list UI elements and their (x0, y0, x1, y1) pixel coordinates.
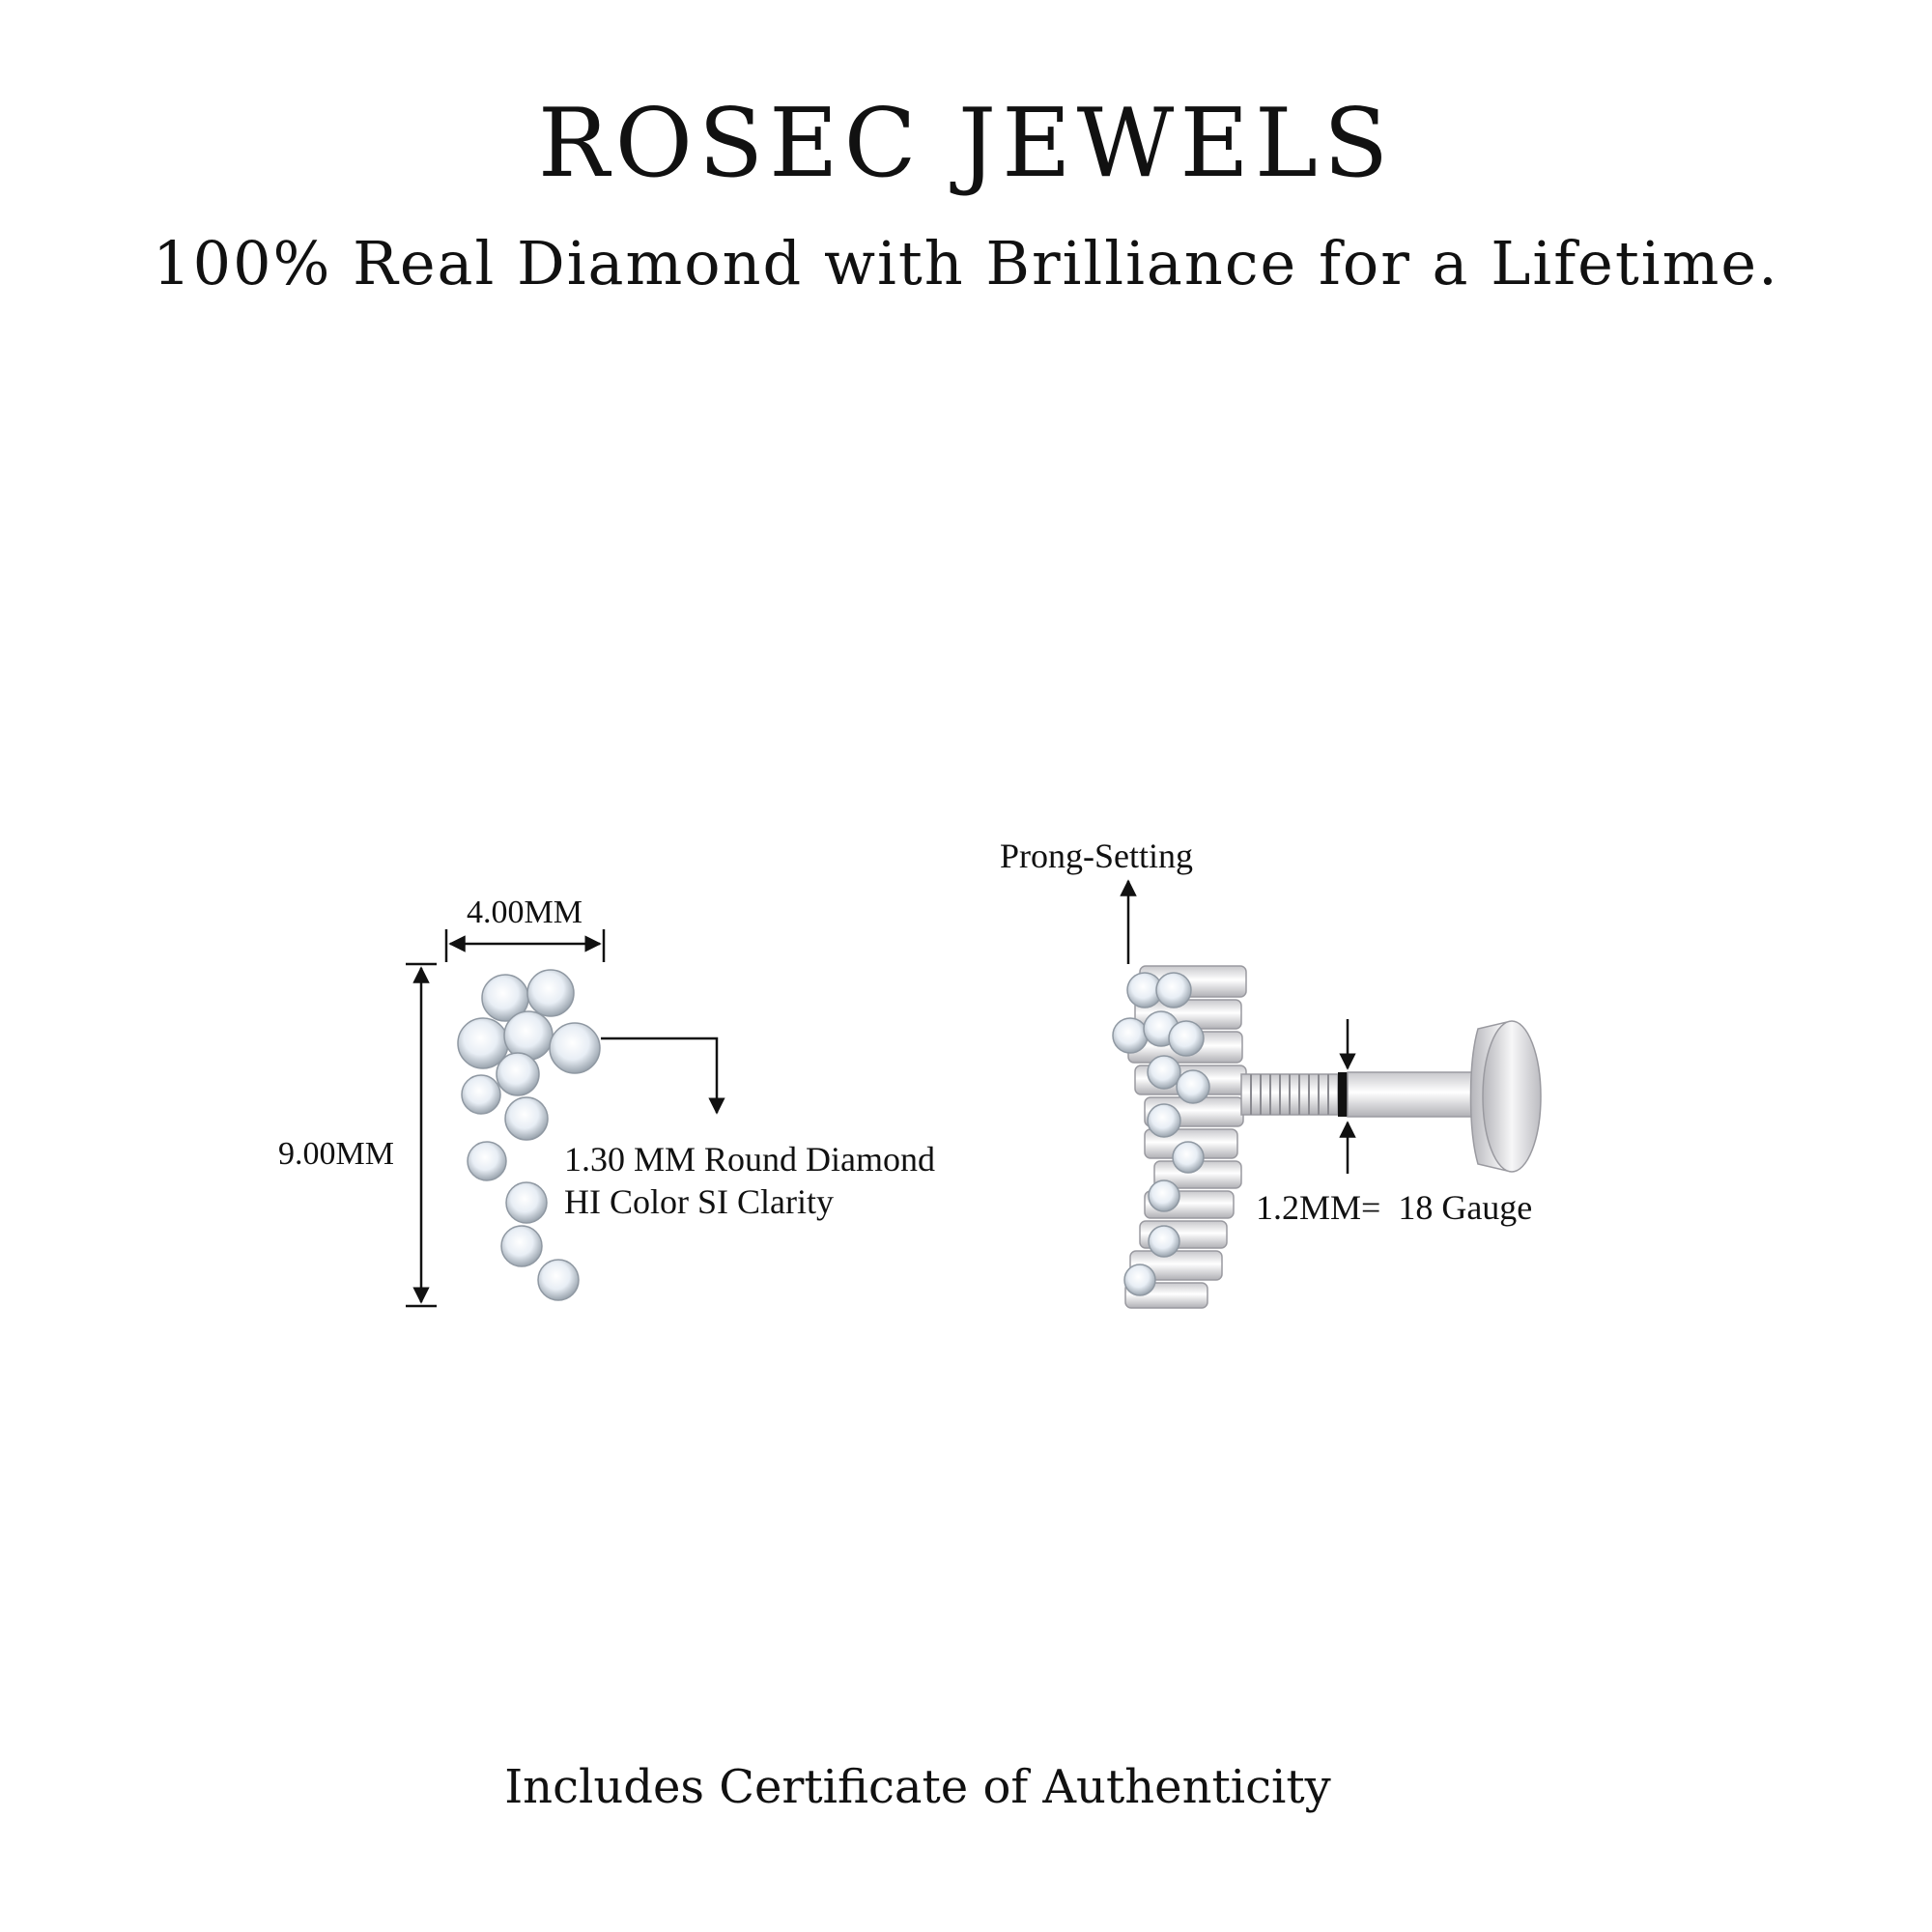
stone-callout: 1.30 MM Round Diamond HI Color SI Clarit… (564, 1037, 935, 1221)
front-view: 4.00MM 9.00MM 1.30 MM Round Dia (278, 895, 935, 1308)
height-label: 9.00MM (278, 1136, 394, 1172)
prong-setting-label: Prong-Setting (1000, 837, 1193, 875)
earring-side-profile (1124, 965, 1247, 1309)
certificate-note: Includes Certificate of Authenticity (504, 1760, 1331, 1814)
brand-title: ROSEC JEWELS (537, 89, 1395, 199)
tagline: 100% Real Diamond with Brilliance for a … (153, 228, 1779, 298)
gauge-label: 1.2MM= 18 Gauge (1256, 1188, 1532, 1227)
width-dimension: 4.00MM (444, 895, 606, 962)
height-dimension: 9.00MM (278, 962, 437, 1308)
earring-front (457, 969, 601, 1301)
width-label: 4.00MM (467, 895, 582, 930)
side-view: Prong-Setting (1000, 837, 1542, 1309)
stone-spec-line2: HI Color SI Clarity (564, 1182, 834, 1221)
threaded-post (1240, 1071, 1503, 1118)
prong-setting-callout: Prong-Setting (1000, 837, 1193, 964)
gauge-callout: 1.2MM= 18 Gauge (1256, 1019, 1532, 1227)
stone-spec-line1: 1.30 MM Round Diamond (564, 1140, 935, 1179)
back-disc (1469, 1020, 1542, 1173)
earring-side-gems (1112, 972, 1210, 1296)
